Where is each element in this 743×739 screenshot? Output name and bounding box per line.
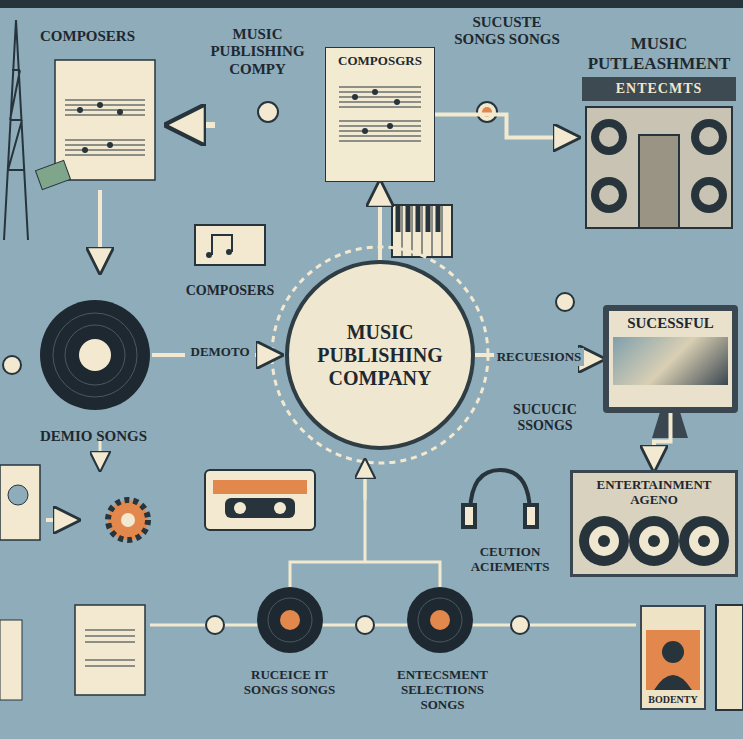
node-text: ENTERTAINMENT AGENO	[578, 478, 730, 508]
connector-label: RECUESIONS	[494, 348, 585, 366]
outer-ring	[272, 247, 488, 463]
ring-ornament	[206, 616, 529, 634]
arrow	[46, 518, 78, 522]
agency-box: ENTERTAINMENT AGENO	[570, 470, 738, 577]
arrow	[364, 460, 367, 500]
text-label: CEUTION ACIEMENTS	[455, 545, 565, 575]
node-text: MUSIC PUBLISHING COMPANY	[317, 321, 443, 390]
hub-circle: MUSIC PUBLISHING COMPANY	[285, 260, 475, 450]
headphones	[463, 470, 537, 527]
heading-label: SUCUSTE SONGS SONGS	[452, 14, 562, 49]
arrow-label: DEMOTO	[185, 345, 255, 360]
node-text: SUCESSFUL	[613, 315, 728, 332]
vinyl	[257, 587, 473, 653]
building-facade	[584, 105, 734, 230]
connector	[435, 115, 578, 138]
building: MUSIC PUTLEASHMENT ENTECMTS	[578, 30, 740, 245]
arrow	[99, 440, 102, 470]
top-band	[0, 0, 743, 8]
node-text: MUSIC PUTLEASHMENT	[582, 34, 736, 73]
arrow	[168, 122, 215, 128]
text-label: SUCUCIC SSONGS	[495, 402, 595, 434]
portrait	[646, 630, 700, 690]
merge-line	[290, 458, 440, 587]
text-label: DEMIO SONGS	[40, 428, 190, 445]
cassette	[205, 470, 315, 530]
gear	[108, 500, 148, 540]
text-label: ENTECSMENT SELECTIONS SONGS	[380, 668, 505, 713]
tower	[4, 20, 28, 240]
card: BODENTY	[640, 605, 706, 710]
card	[716, 605, 743, 710]
heading-label: MUSIC PUBLISHING COMPY	[195, 26, 320, 78]
staff-lines	[335, 75, 425, 155]
sheet-card: COMPOSGRS	[325, 47, 435, 182]
document	[0, 465, 40, 540]
text-label: RUCEICE IT SONGS SONGS	[232, 668, 347, 698]
node-text: COMPOSGRS	[332, 54, 428, 69]
vinyl	[40, 300, 150, 410]
speaker-set	[579, 512, 729, 570]
note-box	[195, 225, 265, 265]
sheet-music	[35, 60, 155, 190]
connector	[378, 182, 382, 260]
monitor: SUCESSFUL	[603, 305, 738, 413]
text-label: COMPOSERS	[175, 283, 285, 299]
heading-label: COMPOSERS	[40, 28, 160, 45]
screen-image	[613, 337, 728, 385]
document	[0, 605, 145, 700]
sign-text: ENTECMTS	[582, 77, 736, 101]
node-text: BODENTY	[645, 694, 701, 706]
arrow	[98, 190, 102, 272]
connector	[654, 413, 671, 470]
